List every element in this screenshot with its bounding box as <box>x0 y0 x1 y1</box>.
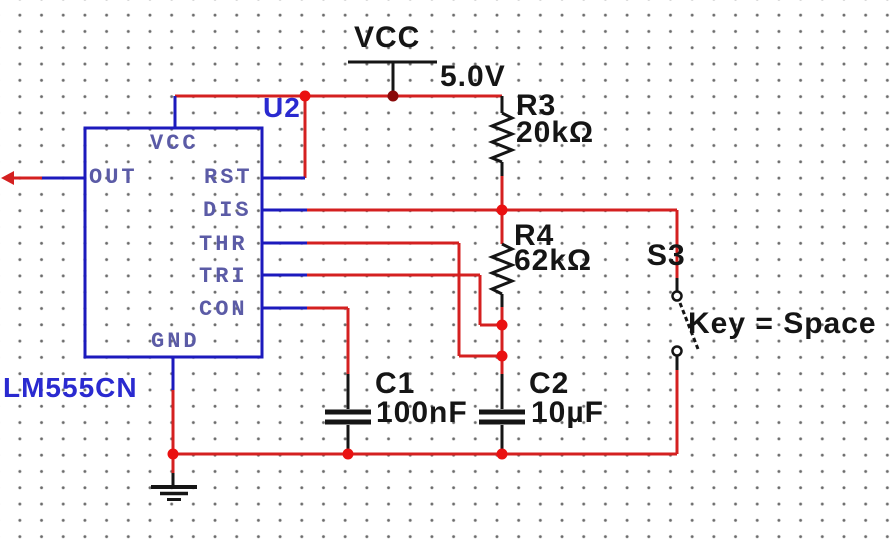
junction-c2-rail <box>496 448 508 460</box>
r3-value-label[interactable]: 20kΩ <box>516 116 595 149</box>
junction-rst-rail <box>299 90 311 102</box>
junction-dots <box>167 90 508 460</box>
ic-pin-dis: DIS <box>203 198 252 223</box>
junction-gnd-rail <box>167 448 179 460</box>
wire-con[interactable] <box>307 306 350 374</box>
ic-pin-tri: TRI <box>199 264 248 289</box>
c2-value-label[interactable]: 10µF <box>531 396 604 429</box>
vcc-symbol-label[interactable]: VCC <box>354 21 421 54</box>
switch-terminal-bottom[interactable] <box>671 345 683 357</box>
ic-body-u2[interactable] <box>83 126 264 359</box>
capacitor-c2[interactable] <box>479 374 525 452</box>
ic-pin-rst: RST <box>204 165 253 190</box>
r4-value-label[interactable]: 62kΩ <box>514 244 593 277</box>
resistor-r4[interactable] <box>487 242 517 307</box>
ic-pin-stubs[interactable] <box>42 96 307 390</box>
c1-ref-label[interactable]: C1 <box>375 367 416 400</box>
c2-ref-label[interactable]: C2 <box>529 367 570 400</box>
vcc-power-symbol[interactable] <box>348 60 437 96</box>
out-wire-endpoint-arrow[interactable] <box>1 171 14 185</box>
wire-net[interactable] <box>10 94 679 473</box>
r4-ref-label[interactable]: R4 <box>514 219 555 252</box>
vcc-voltage-label[interactable]: 5.0V <box>440 60 506 93</box>
switch-lever[interactable] <box>678 302 700 350</box>
ic-pin-con: CON <box>199 297 248 322</box>
ic-pin-thr: THR <box>199 232 248 257</box>
junction-tri-node <box>496 319 508 331</box>
switch-terminal-top[interactable] <box>671 290 683 302</box>
wire-thr[interactable] <box>307 241 498 358</box>
ic-pin-out: OUT <box>89 165 138 190</box>
junction-vcc-tap <box>387 90 399 102</box>
capacitor-c1[interactable] <box>325 374 371 452</box>
ic-pin-gnd: GND <box>151 329 200 354</box>
junction-c1-rail <box>342 448 354 460</box>
junction-dis-node <box>496 204 508 216</box>
s3-ref-label[interactable]: S3 <box>647 239 686 272</box>
junction-thr-node <box>496 350 508 362</box>
ic-pin-vcc: VCC <box>150 131 199 156</box>
s3-key-label[interactable]: Key = Space <box>688 307 877 340</box>
ic-ref-label[interactable]: U2 <box>263 92 301 123</box>
r3-ref-label[interactable]: R3 <box>516 89 557 122</box>
c1-value-label[interactable]: 100nF <box>376 396 468 429</box>
ic-part-label[interactable]: LM555CN <box>3 372 138 403</box>
ground-symbol[interactable] <box>151 473 197 501</box>
resistor-r3[interactable] <box>487 96 517 176</box>
switch-s3[interactable] <box>671 278 700 370</box>
wire-tri[interactable] <box>307 273 498 327</box>
